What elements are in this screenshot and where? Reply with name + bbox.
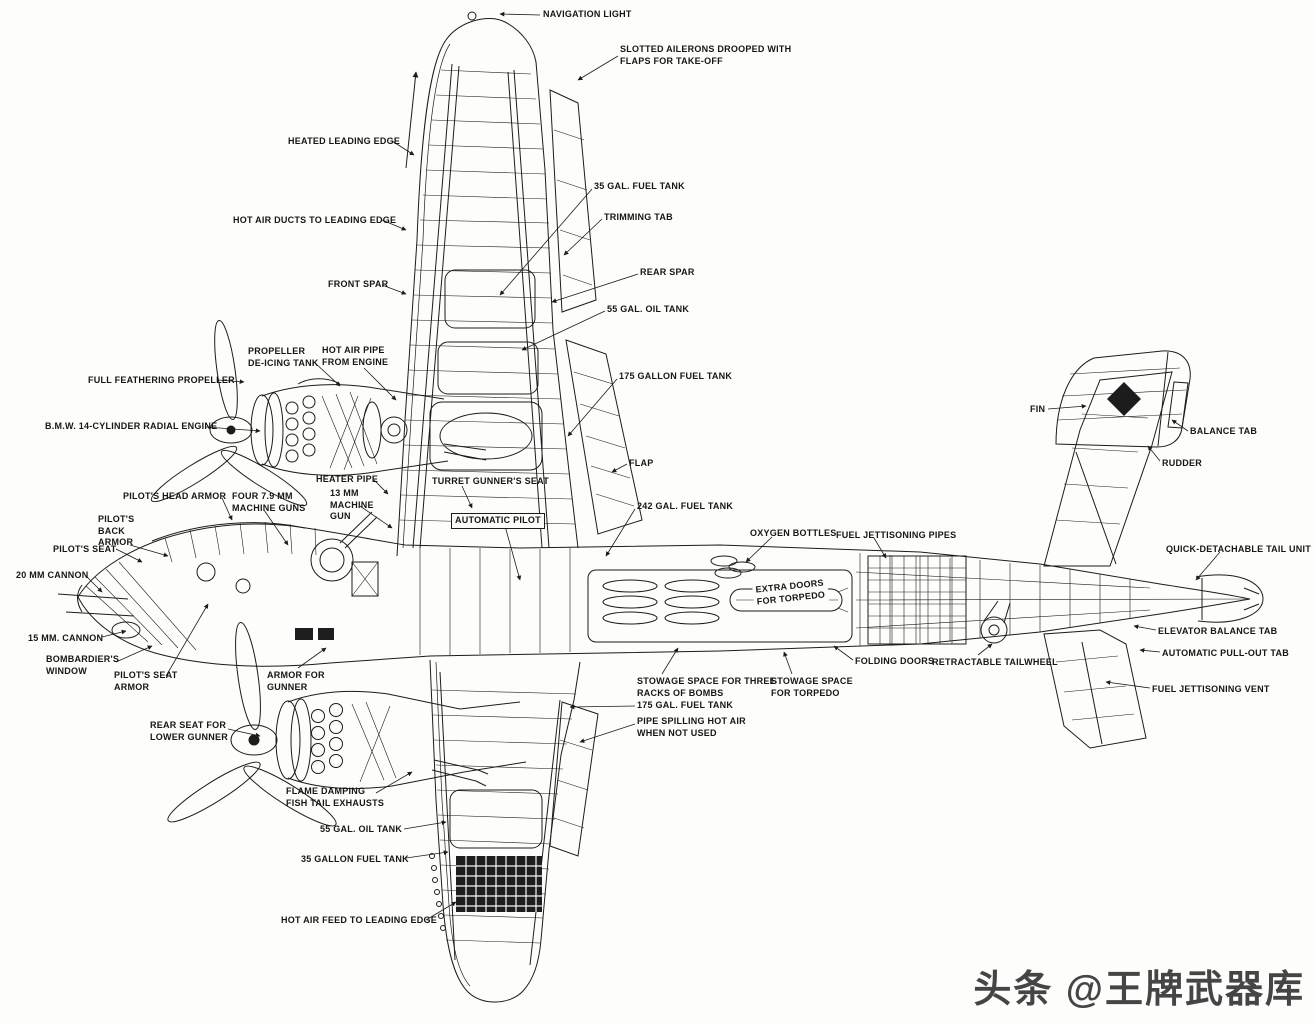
lower-engine [167,622,527,827]
watermark: 头条 @王牌武器库 [973,958,1305,1013]
leader-front-spar [381,284,407,295]
leader-propeller-deicing-tank [313,361,341,387]
leader-full-feathering-propeller [217,379,245,385]
leader-oil-tank-55-gal-upper [521,310,606,351]
leader-stowage-space-torpedo [783,651,793,675]
leader-elevator-balance-tab [1133,624,1157,631]
leader-fuel-tank-175-gallon-upper [567,378,618,437]
lower-wing [429,659,599,1003]
leader-trimming-tab [563,218,603,256]
leader-four-7-9-mm-machine-guns [263,509,289,546]
leader-machine-gun-13-mm [359,505,393,529]
leader-hot-air-feed-to-leading-edge [425,901,457,921]
leader-hot-air-pipe-from-engine [363,367,397,401]
leader-retractable-tailwheel [977,643,993,656]
tail-unit [1043,350,1264,749]
leader-lines [85,11,1221,921]
leader-armor-for-gunner [297,647,327,669]
leader-pilots-back-armor [129,544,169,558]
leader-hot-air-ducts-to-leading-edge [381,219,407,231]
leader-bombardiers-window [115,645,153,663]
leader-fuel-tank-175-gal-lower [569,704,636,710]
upper-engine [150,319,487,507]
leader-fuel-jettisoning-pipes [873,537,887,559]
leader-fuel-tank-242-gal [605,508,636,557]
leader-cannon-20-mm [85,575,103,593]
leader-flap [611,463,628,473]
leader-heated-leading-edge [391,140,415,156]
leader-fuel-jettisoning-vent [1105,680,1151,689]
watermark-text: 头条 @王牌武器库 [973,969,1305,1011]
leader-folding-doors [833,645,854,661]
leader-pipe-spilling-hot-air [579,723,636,743]
leader-bmw-14-cylinder-radial-engine [205,426,261,434]
leader-oxygen-bottles [745,536,773,563]
fuselage [57,511,1251,667]
leader-oil-tank-55-gal-lower [403,820,447,830]
leader-automatic-pilot [504,525,522,581]
leader-navigation-light [499,11,541,17]
leader-turret-gunners-seat [461,485,473,509]
leader-fin [1047,403,1087,410]
upper-wing [396,11,643,557]
leader-slotted-ailerons [577,55,619,81]
leader-pilots-head-armor [221,497,233,521]
leader-quick-detachable-tail-unit [1195,551,1221,581]
leader-rear-spar [551,273,639,303]
leader-rear-seat-for-lower-gunner [227,728,261,738]
leader-balance-tab [1171,419,1189,432]
leader-cannon-15-mm [101,629,127,638]
leader-pilots-seat-armor [165,603,209,677]
leader-fuel-tank-35-gallon-lower [405,850,449,859]
leader-flame-damping-fish-tail-exhausts [375,771,413,794]
tail-marking [1107,382,1141,416]
leader-fuel-tank-35-gal-upper [499,188,593,296]
leader-heater-pipe [373,479,389,495]
leader-rudder [1147,445,1161,462]
leader-automatic-pull-out-tab [1139,648,1161,653]
leader-pilots-seat [115,548,143,563]
leader-stowage-space-bombs [661,647,679,675]
